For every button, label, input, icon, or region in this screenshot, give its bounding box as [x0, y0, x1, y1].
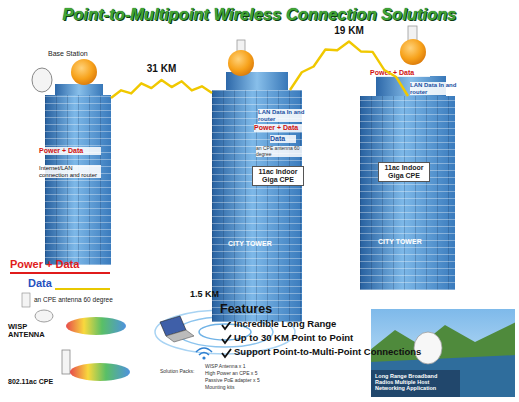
- label-text: Solution Packs:: [160, 369, 200, 375]
- label-text: 802.11ac CPE: [8, 378, 64, 386]
- label-text: Incredible Long Range: [234, 319, 384, 330]
- node-text: 11ac Indoor Giga CPE: [378, 162, 430, 182]
- photo-caption-band: [370, 370, 460, 398]
- laptop-base: [166, 330, 194, 342]
- cpe-icon: [22, 293, 30, 307]
- node-text: an CPE antenna 60 degree: [256, 146, 314, 157]
- wireless-link: [290, 42, 408, 97]
- node-text: Long Range Broadband Radios Multiple Hos…: [375, 373, 457, 391]
- building-node: Base StationPower + DataInternet/LAN con…: [45, 95, 111, 265]
- node-text: LAN Data In and router: [258, 109, 318, 122]
- node-text: LAN Data In and router: [410, 82, 462, 95]
- signal-dome: [400, 39, 426, 65]
- check-mark: [222, 335, 231, 343]
- wireless-link: [111, 80, 212, 98]
- label-text: Up to 30 KM Point to Point: [234, 333, 384, 344]
- label-text: WISP ANTENNA: [8, 323, 56, 340]
- label-text: 1.5 KM: [190, 289, 230, 299]
- node-text: CITY TOWER: [228, 240, 292, 248]
- label-text: Support Point-to-Multi-Point Connections: [234, 347, 434, 358]
- wifi-symbol: [196, 348, 212, 355]
- edge-label: 19 KM: [327, 25, 371, 36]
- legend-text: Data: [28, 277, 88, 289]
- label-text: Features: [220, 302, 300, 316]
- node-text: Data: [270, 135, 296, 143]
- wifi-dot: [202, 356, 205, 359]
- building-node: Power + DataLAN Data In and router11ac I…: [360, 96, 455, 290]
- label-text: WISP Antenna x 1: [205, 364, 295, 370]
- legend-text: an CPE antenna 60 degree: [34, 296, 144, 303]
- node-text: Power + Data: [39, 147, 101, 155]
- radiation-pattern: [70, 363, 130, 381]
- check-mark: [222, 349, 231, 357]
- node-text: CITY TOWER: [378, 238, 442, 246]
- node-text: Base Station: [48, 50, 110, 58]
- signal-dome: [71, 59, 97, 85]
- tower-top: [226, 72, 288, 91]
- node-text: Power + Data: [370, 69, 430, 77]
- node-text: 11ac Indoor Giga CPE: [252, 166, 304, 186]
- wisp-dish: [35, 310, 53, 322]
- label-text: Mounting kits: [205, 385, 295, 391]
- building-node: LAN Data In and routerPower + DataDataan…: [212, 90, 302, 322]
- photo-water: [370, 355, 516, 398]
- node-text: Power + Data: [254, 124, 306, 132]
- power-data-line: [10, 272, 110, 274]
- label-text: Passive PoE adapter x 5: [205, 378, 295, 384]
- signal-dome: [228, 50, 254, 76]
- data-line: [55, 288, 110, 290]
- label-text: High Power an CPE x 5: [205, 371, 295, 377]
- legend-text: Power + Data: [10, 258, 110, 270]
- edge-label: 31 KM: [140, 63, 184, 74]
- cpe-device: [62, 350, 70, 374]
- check-mark: [222, 321, 231, 329]
- title-text: Point-to-Multipoint Wireless Connection …: [0, 5, 519, 24]
- node-text: Internet/LAN connection and router: [39, 165, 101, 178]
- dish-antenna: [32, 68, 52, 92]
- radiation-pattern: [66, 317, 126, 335]
